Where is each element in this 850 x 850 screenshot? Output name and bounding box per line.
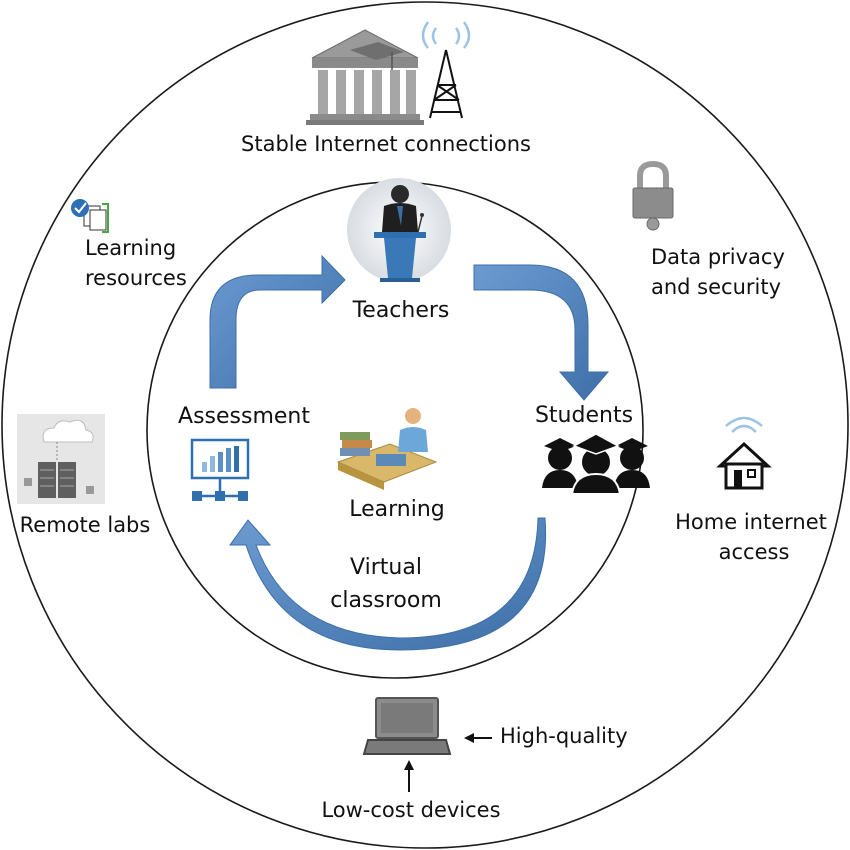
arrow-high-quality-pointer — [464, 733, 492, 743]
arrow-assessment-to-teachers — [209, 254, 346, 389]
label-learning-resources-1: Learning — [85, 236, 177, 260]
label-teachers: Teachers — [352, 298, 450, 323]
label-classroom: classroom — [330, 588, 442, 613]
arrow-low-cost-pointer — [404, 760, 414, 792]
label-home-internet-2: access — [718, 540, 790, 564]
radio-tower-icon — [421, 21, 471, 119]
label-high-quality: High-quality — [500, 724, 628, 748]
label-stable-internet: Stable Internet connections — [241, 132, 531, 156]
padlock-icon — [632, 160, 674, 231]
learning-desk-icon — [336, 408, 438, 490]
graduates-icon — [542, 433, 650, 495]
monitor-chart-icon — [190, 438, 250, 501]
cloud-server-icon — [17, 414, 105, 504]
label-students: Students — [534, 403, 634, 428]
arrow-teachers-to-students — [473, 264, 610, 401]
label-virtual: Virtual — [350, 555, 422, 580]
label-low-cost-devices: Low-cost devices — [321, 798, 501, 822]
label-learning: Learning — [349, 497, 445, 522]
label-data-privacy-1: Data privacy — [651, 245, 785, 269]
label-home-internet-1: Home internet — [675, 510, 827, 534]
label-remote-labs: Remote labs — [19, 513, 151, 537]
label-learning-resources-2: resources — [85, 266, 187, 290]
university-building-icon — [306, 29, 424, 125]
wifi-house-icon — [716, 416, 772, 490]
label-assessment: Assessment — [178, 404, 310, 429]
laptop-icon — [362, 697, 452, 755]
arrow-students-to-assessment — [229, 517, 547, 651]
teacher-podium-icon — [347, 178, 451, 282]
checklist-document-icon — [71, 199, 109, 233]
label-data-privacy-2: and security — [651, 275, 782, 299]
